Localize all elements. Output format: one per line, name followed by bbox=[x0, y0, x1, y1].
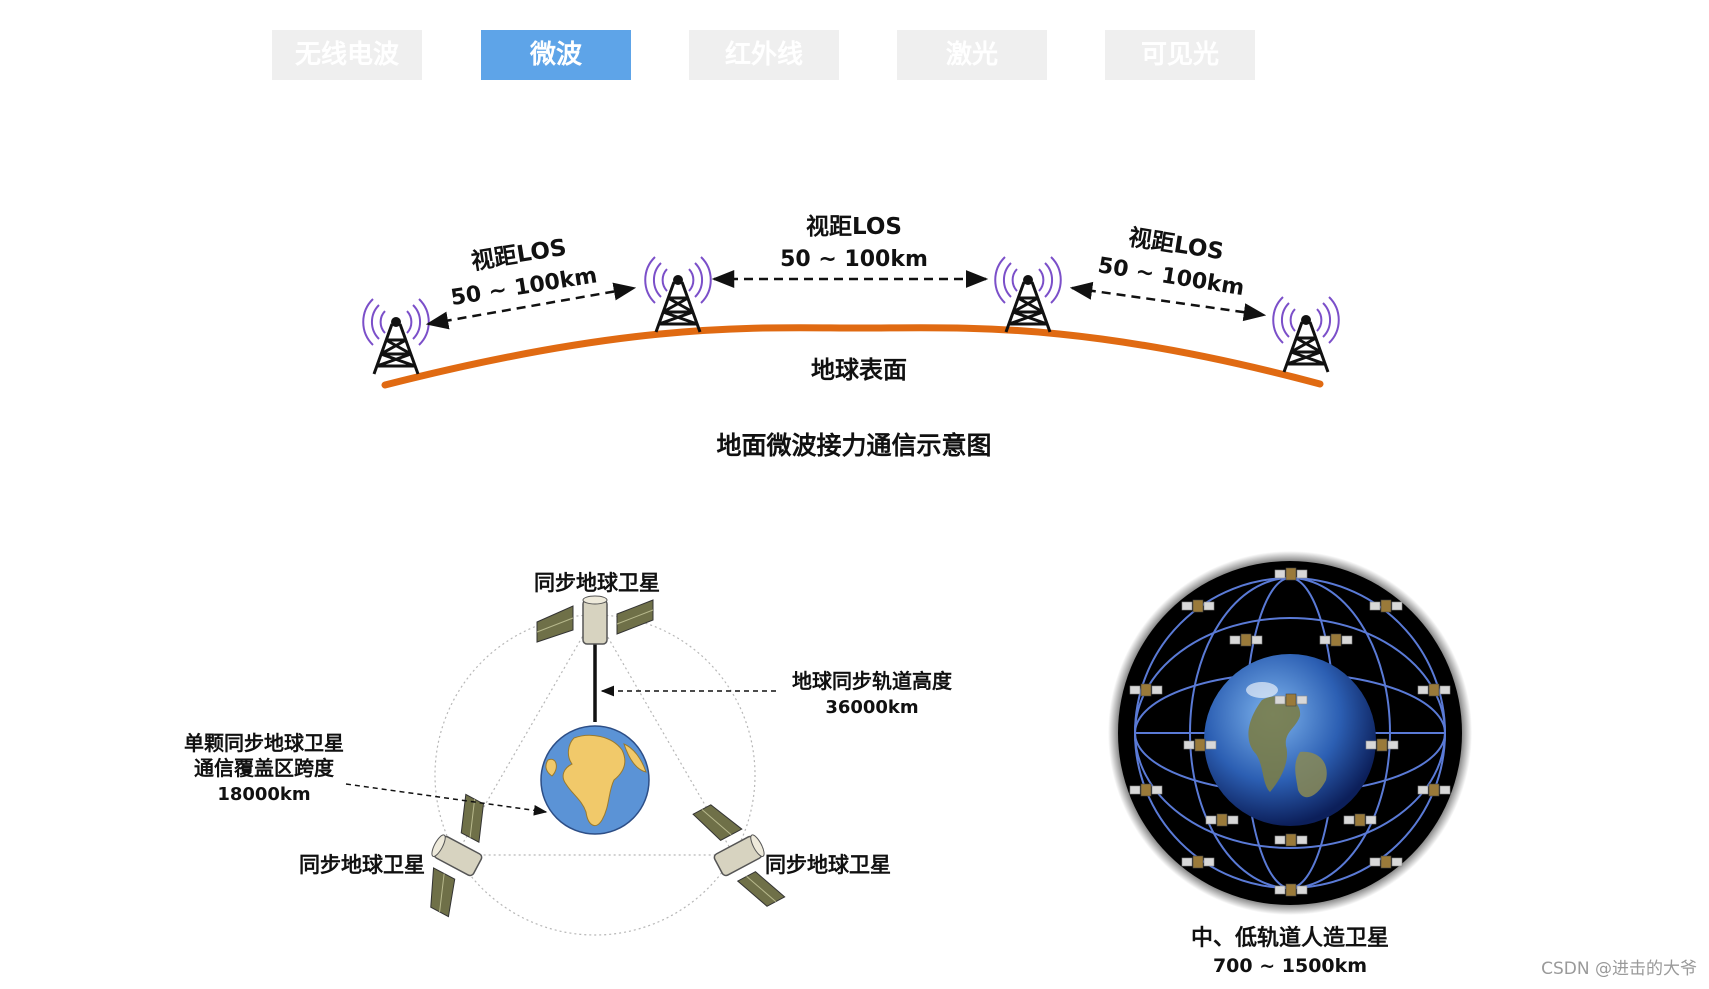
coverage-value: 18000km bbox=[217, 784, 310, 805]
geo-satellite-label-left: 同步地球卫星 bbox=[299, 853, 425, 877]
los-range-1: 50 ~ 100km bbox=[449, 263, 599, 311]
relay-tower-icon bbox=[645, 257, 711, 332]
geo-satellite-label-right: 同步地球卫星 bbox=[765, 853, 891, 877]
coverage-pointer bbox=[346, 784, 546, 812]
relay-tower-icon bbox=[363, 299, 429, 374]
leo-constellation-image bbox=[1108, 551, 1472, 915]
leo-range: 700 ~ 1500km bbox=[1213, 955, 1367, 977]
altitude-value: 36000km bbox=[825, 697, 918, 718]
csdn-watermark: CSDN @进击的大爷 bbox=[1541, 954, 1697, 979]
los-title-2: 视距LOS bbox=[806, 213, 902, 240]
geo-satellite-icon bbox=[537, 596, 653, 644]
relay-diagram-caption: 地面微波接力通信示意图 bbox=[716, 431, 991, 460]
earth-surface-label: 地球表面 bbox=[811, 356, 907, 384]
leo-caption: 中、低轨道人造卫星 bbox=[1191, 925, 1389, 951]
coverage-label-line1: 单颗同步地球卫星 bbox=[184, 731, 344, 755]
earth-globe-icon bbox=[541, 726, 649, 834]
relay-tower-icon bbox=[995, 257, 1061, 332]
geo-satellite-label-top: 同步地球卫星 bbox=[534, 571, 660, 595]
coverage-label-line2: 通信覆盖区跨度 bbox=[194, 756, 335, 780]
altitude-title: 地球同步轨道高度 bbox=[792, 669, 953, 693]
relay-tower-icon bbox=[1273, 297, 1339, 372]
los-range-2: 50 ~ 100km bbox=[780, 247, 928, 272]
